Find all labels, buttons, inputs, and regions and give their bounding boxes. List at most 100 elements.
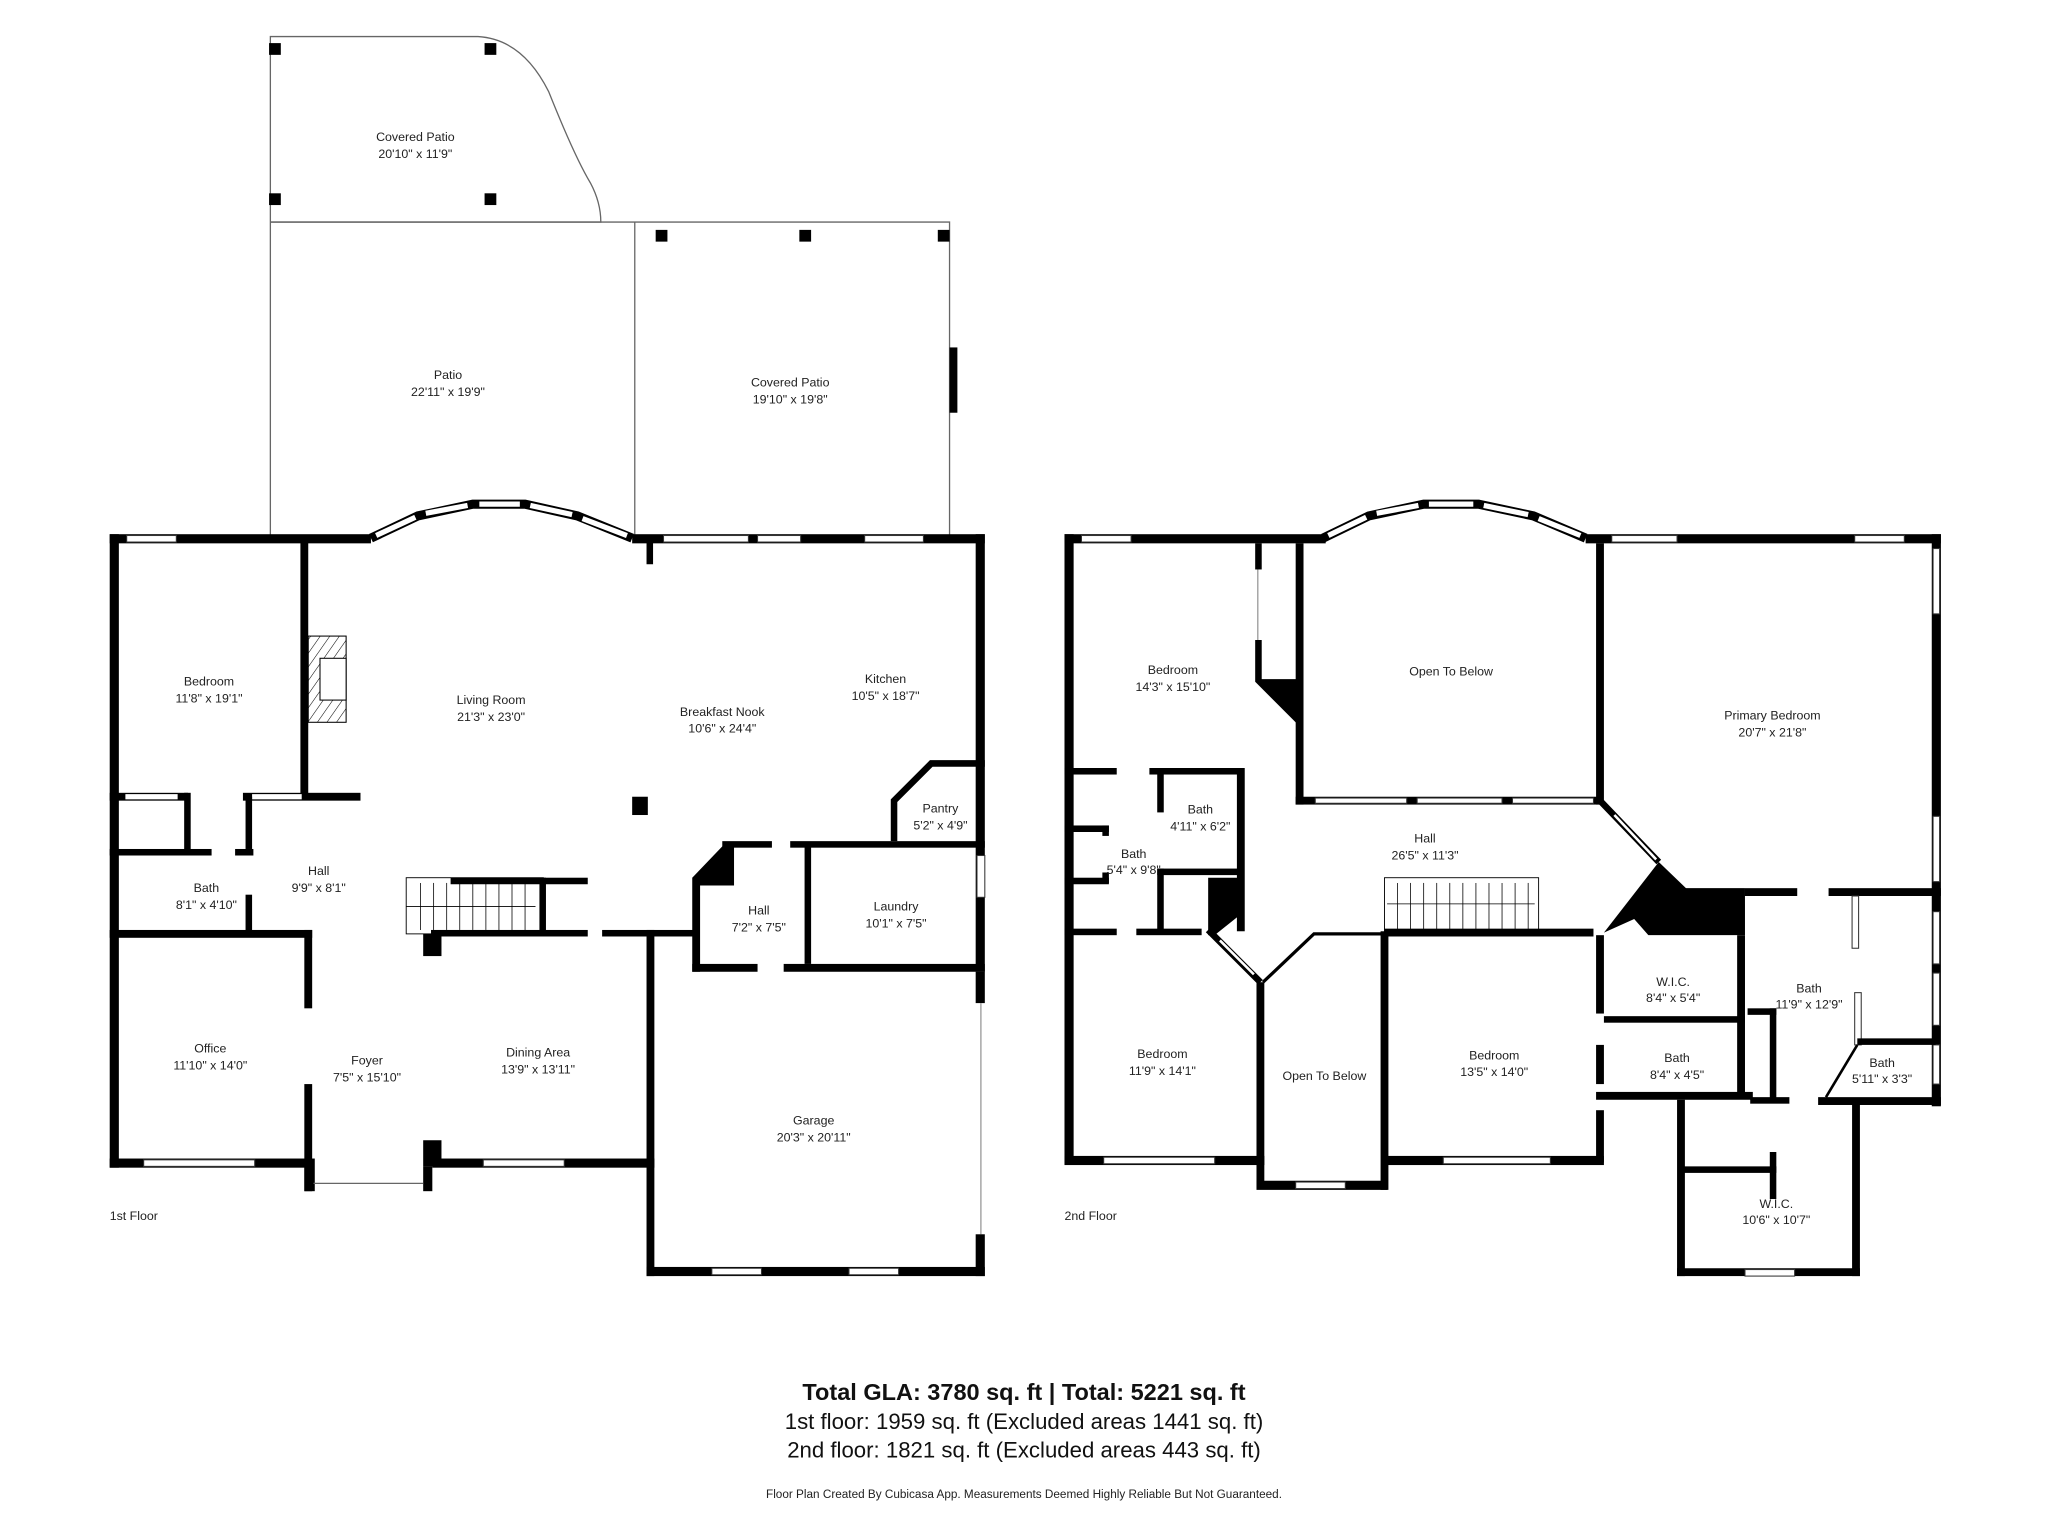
svg-text:Kitchen: Kitchen (865, 672, 906, 686)
svg-text:20'10" x 11'9": 20'10" x 11'9" (378, 147, 452, 161)
second-floor-plan: Bedroom 14'3" x 15'10" Open To Below Pri… (1064, 499, 1941, 1277)
svg-text:5'4" x 9'8": 5'4" x 9'8" (1107, 863, 1161, 877)
svg-text:Bedroom: Bedroom (184, 675, 234, 689)
room-wic-2f-small: W.I.C. 8'4" x 5'4" (1646, 975, 1700, 1005)
room-office: Office 11'10" x 14'0" (173, 1042, 247, 1073)
svg-text:Laundry: Laundry (874, 899, 920, 913)
staircase (405, 877, 544, 935)
svg-text:10'6" x 24'4": 10'6" x 24'4" (688, 722, 756, 736)
patio-post (484, 43, 497, 55)
area-summary: Total GLA: 3780 sq. ft | Total: 5221 sq.… (766, 1379, 1282, 1501)
floor-label-2nd: 2nd Floor (1064, 1209, 1116, 1223)
svg-text:19'10" x 19'8": 19'10" x 19'8" (753, 393, 828, 407)
svg-text:21'3" x 23'0": 21'3" x 23'0" (457, 710, 525, 724)
svg-text:26'5" x 11'3": 26'5" x 11'3" (1391, 848, 1458, 862)
patio-wall-segment (949, 347, 958, 413)
room-bath-1f: Bath 8'1" x 4'10" (176, 881, 237, 912)
svg-text:Garage: Garage (793, 1114, 834, 1128)
room-breakfast-nook: Breakfast Nook 10'6" x 24'4" (680, 705, 766, 736)
patio-post (269, 193, 281, 206)
svg-text:8'4" x 4'5": 8'4" x 4'5" (1650, 1068, 1704, 1082)
patio-post (799, 229, 812, 242)
room-primary-bedroom: Primary Bedroom 20'7" x 21'8" (1724, 709, 1820, 740)
room-bedroom-2f-sw: Bedroom 11'9" x 14'1" (1129, 1047, 1196, 1078)
room-bedroom-2f-nw: Bedroom 14'3" x 15'10" (1135, 663, 1210, 694)
svg-text:Hall: Hall (748, 903, 769, 917)
room-wic-2f-large: W.I.C. 10'6" x 10'7" (1742, 1197, 1810, 1227)
staircase-2f (1384, 877, 1540, 936)
floor-label-1st: 1st Floor (110, 1209, 158, 1223)
svg-text:9'9" x 8'1": 9'9" x 8'1" (292, 881, 346, 895)
svg-text:Bedroom: Bedroom (1148, 663, 1198, 677)
svg-text:Open To Below: Open To Below (1409, 664, 1493, 678)
disclaimer-text: Floor Plan Created By Cubicasa App. Meas… (766, 1488, 1282, 1501)
svg-text:11'8" x 19'1": 11'8" x 19'1" (175, 692, 242, 706)
svg-text:20'7" x 21'8": 20'7" x 21'8" (1738, 726, 1806, 740)
svg-text:Patio: Patio (434, 368, 462, 382)
svg-text:11'9" x 12'9": 11'9" x 12'9" (1775, 997, 1842, 1011)
svg-text:Bath: Bath (1796, 982, 1822, 996)
room-dining-area: Dining Area 13'9" x 13'11" (501, 1046, 575, 1077)
first-floor-walls (109, 499, 986, 1277)
svg-text:10'6" x 10'7": 10'6" x 10'7" (1742, 1213, 1810, 1227)
first-floor-room-labels: Covered Patio 20'10" x 11'9" Patio 22'11… (110, 130, 968, 1223)
svg-text:5'2" x 4'9": 5'2" x 4'9" (913, 818, 967, 832)
room-open-to-below-south: Open To Below (1283, 1069, 1367, 1083)
second-floor-room-labels: Bedroom 14'3" x 15'10" Open To Below Pri… (1064, 663, 1912, 1227)
room-living-room: Living Room 21'3" x 23'0" (457, 693, 526, 724)
room-bath-2f-west: Bath 5'4" x 9'8" (1107, 847, 1161, 877)
svg-text:Breakfast Nook: Breakfast Nook (680, 705, 766, 719)
svg-text:W.I.C.: W.I.C. (1759, 1197, 1793, 1211)
second-floor-walls (1064, 499, 1941, 1277)
room-laundry: Laundry 10'1" x 7'5" (865, 899, 926, 930)
svg-text:13'9" x 13'11": 13'9" x 13'11" (501, 1063, 575, 1077)
patio-post (269, 43, 281, 55)
svg-text:8'4" x 5'4": 8'4" x 5'4" (1646, 991, 1700, 1005)
svg-text:Bath: Bath (1869, 1056, 1895, 1070)
room-foyer: Foyer 7'5" x 15'10" (333, 1053, 401, 1084)
room-hall-1f-east: Hall 7'2" x 7'5" (732, 903, 786, 934)
svg-text:Hall: Hall (1414, 831, 1435, 845)
svg-text:W.I.C.: W.I.C. (1656, 975, 1690, 989)
room-pantry: Pantry 5'2" x 4'9" (913, 801, 967, 832)
room-covered-patio-east: Covered Patio 19'10" x 19'8" (751, 376, 830, 407)
svg-text:Open To Below: Open To Below (1283, 1069, 1367, 1083)
svg-text:Bath: Bath (1664, 1051, 1690, 1065)
first-floor-plan: Covered Patio 20'10" x 11'9" Patio 22'11… (109, 35, 986, 1277)
svg-text:Primary Bedroom: Primary Bedroom (1724, 709, 1820, 723)
svg-text:4'11" x 6'2": 4'11" x 6'2" (1170, 820, 1230, 834)
room-covered-patio-north: Covered Patio 20'10" x 11'9" (376, 130, 455, 161)
room-hall-2f: Hall 26'5" x 11'3" (1391, 831, 1458, 862)
second-floor-area-line: 2nd floor: 1821 sq. ft (Excluded areas 4… (787, 1438, 1261, 1463)
svg-text:Bath: Bath (1188, 803, 1214, 817)
svg-text:7'2" x 7'5": 7'2" x 7'5" (732, 920, 786, 934)
svg-text:11'10" x 14'0": 11'10" x 14'0" (173, 1059, 247, 1073)
svg-text:13'5" x 14'0": 13'5" x 14'0" (1460, 1065, 1528, 1079)
first-floor-area-line: 1st floor: 1959 sq. ft (Excluded areas 1… (785, 1409, 1264, 1434)
room-bath-2f-small: Bath 4'11" x 6'2" (1170, 803, 1230, 834)
room-patio: Patio 22'11" x 19'9" (411, 368, 485, 399)
svg-text:Bedroom: Bedroom (1469, 1048, 1519, 1062)
svg-text:Living Room: Living Room (457, 693, 526, 707)
room-bedroom-1f: Bedroom 11'8" x 19'1" (175, 675, 242, 706)
svg-text:Bath: Bath (194, 881, 220, 895)
svg-text:Pantry: Pantry (923, 801, 960, 815)
room-bath-2f-toilet: Bath 5'11" x 3'3" (1852, 1056, 1912, 1086)
svg-text:11'9" x 14'1": 11'9" x 14'1" (1129, 1064, 1196, 1078)
room-kitchen: Kitchen 10'5" x 18'7" (852, 672, 920, 703)
svg-text:Bedroom: Bedroom (1137, 1047, 1187, 1061)
total-area-line: Total GLA: 3780 sq. ft | Total: 5221 sq.… (802, 1379, 1245, 1405)
svg-text:14'3" x 15'10": 14'3" x 15'10" (1135, 680, 1210, 694)
svg-text:22'11" x 19'9": 22'11" x 19'9" (411, 385, 485, 399)
patio-post (937, 229, 950, 242)
room-bedroom-2f-se: Bedroom 13'5" x 14'0" (1460, 1048, 1528, 1079)
svg-text:5'11" x 3'3": 5'11" x 3'3" (1852, 1072, 1912, 1086)
svg-text:Office: Office (194, 1042, 226, 1056)
svg-text:8'1" x 4'10": 8'1" x 4'10" (176, 898, 237, 912)
svg-text:10'1" x 7'5": 10'1" x 7'5" (865, 916, 926, 930)
svg-text:Covered Patio: Covered Patio (751, 376, 830, 390)
room-open-to-below-north: Open To Below (1409, 664, 1493, 678)
patio-post (655, 229, 668, 242)
patio-outline (270, 221, 958, 539)
